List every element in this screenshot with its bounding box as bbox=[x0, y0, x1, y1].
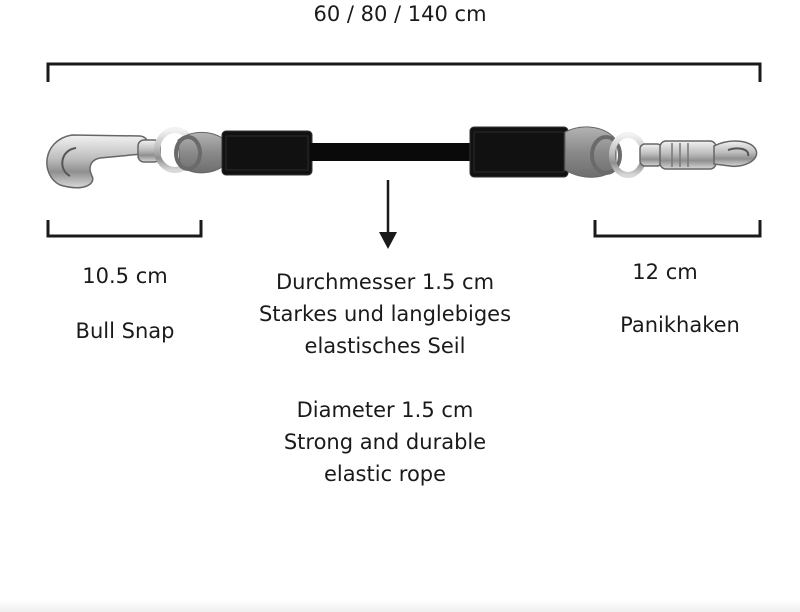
rope-description-en: Diameter 1.5 cm Strong and durable elast… bbox=[230, 394, 540, 490]
bull-snap-name-label: Bull Snap bbox=[75, 319, 175, 343]
rope-desc-de-line-3: elastisches Seil bbox=[304, 334, 466, 358]
panic-hook-length-label: 12 cm bbox=[632, 260, 698, 284]
bull-snap-hook bbox=[46, 127, 196, 189]
panic-hook-length-bracket bbox=[593, 220, 762, 238]
elastic-rope bbox=[310, 143, 476, 161]
bull-snap-length-label: 10.5 cm bbox=[82, 264, 168, 288]
right-rope-sleeve bbox=[469, 126, 569, 178]
total-length-label: 60 / 80 / 140 cm bbox=[313, 2, 487, 26]
left-rope-sleeve bbox=[221, 130, 313, 176]
bottom-edge bbox=[0, 600, 800, 612]
rope-desc-de-line-1: Durchmesser 1.5 cm bbox=[275, 270, 495, 294]
total-length-bracket bbox=[46, 62, 762, 82]
left-cord-loop bbox=[174, 132, 226, 174]
rope-pointer-arrow bbox=[379, 180, 397, 249]
right-cord-loop bbox=[564, 126, 622, 178]
rope-desc-de-line-2: Starkes und langlebiges bbox=[258, 302, 512, 326]
panic-hook-name-label: Panikhaken bbox=[620, 313, 740, 337]
rope-desc-en-line-3: elastic rope bbox=[323, 462, 447, 486]
bull-snap-length-bracket bbox=[46, 220, 203, 238]
panic-hook bbox=[609, 132, 758, 178]
rope-description-de: Durchmesser 1.5 cm Starkes und langlebig… bbox=[230, 266, 540, 362]
rope-desc-en-line-1: Diameter 1.5 cm bbox=[296, 398, 474, 422]
rope-desc-en-line-2: Strong and durable bbox=[283, 430, 487, 454]
